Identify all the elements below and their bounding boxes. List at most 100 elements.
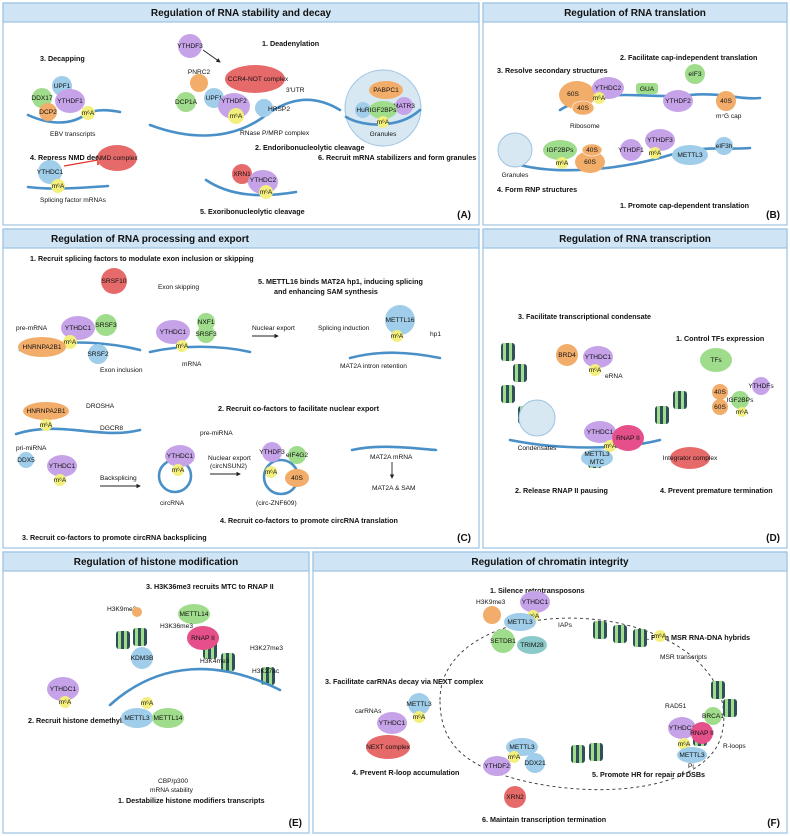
panel-b: Regulation of RNA translation (B) 2. Fac… [482, 2, 788, 226]
svg-text:40S: 40S [291, 475, 303, 482]
svg-text:RNAP II: RNAP II [616, 435, 640, 442]
svg-text:m⁶A: m⁶A [654, 633, 667, 640]
svg-text:H3K36me3: H3K36me3 [160, 623, 193, 630]
svg-text:H3K4me3: H3K4me3 [200, 658, 230, 665]
svg-text:NEXT complex: NEXT complex [366, 744, 411, 751]
ythdf3-protein [178, 34, 202, 58]
svg-text:3. Facilitate carRNAs decay vi: 3. Facilitate carRNAs decay via NEXT com… [325, 677, 483, 686]
ythdf1-protein [55, 89, 85, 113]
svg-text:4. Form RNP structures: 4. Form RNP structures [497, 185, 577, 194]
igf2bps-protein [369, 101, 397, 119]
svg-text:YTHDC1: YTHDC1 [669, 725, 696, 732]
svg-text:hp1: hp1 [430, 331, 441, 338]
svg-text:KDM3B: KDM3B [131, 655, 154, 662]
svg-text:BRD4: BRD4 [558, 352, 576, 359]
svg-text:2. Form MSR RNA-DNA hybrids: 2. Form MSR RNA-DNA hybrids [643, 633, 750, 642]
caption-nmd: 4. Repress NMD decay [30, 153, 107, 162]
svg-text:DCP1A: DCP1A [175, 99, 198, 106]
svg-text:SRSF10: SRSF10 [102, 278, 127, 285]
svg-text:METTL3: METTL3 [584, 451, 610, 458]
svg-text:40S: 40S [714, 389, 726, 396]
nmd-complex [97, 145, 137, 171]
svg-text:m⁶A: m⁶A [413, 714, 426, 721]
m6a-mark [259, 185, 273, 199]
svg-text:EBV transcripts: EBV transcripts [50, 131, 96, 138]
svg-text:YTHDC1: YTHDC1 [49, 463, 76, 470]
svg-text:HRSP2: HRSP2 [268, 106, 290, 113]
svg-text:m⁶A: m⁶A [54, 477, 67, 484]
svg-text:SRSF3: SRSF3 [95, 322, 117, 329]
svg-text:YTHDC2: YTHDC2 [595, 85, 622, 92]
svg-text:YTHDC1: YTHDC1 [167, 453, 194, 460]
panel-d-title: Regulation of RNA transcription [559, 234, 711, 245]
svg-text:m⁷G cap: m⁷G cap [716, 113, 742, 120]
svg-text:METTL3: METTL3 [406, 701, 432, 708]
svg-text:UPF1: UPF1 [206, 95, 223, 102]
svg-text:YTHDF3: YTHDF3 [259, 449, 285, 456]
svg-text:YTHDC1: YTHDC1 [37, 169, 64, 176]
svg-text:DCP2: DCP2 [39, 109, 57, 116]
svg-text:3. H3K36me3 recruits MTC to RN: 3. H3K36me3 recruits MTC to RNAP II [146, 582, 274, 591]
svg-text:YTHDC1: YTHDC1 [585, 354, 612, 361]
caption-granules: 6. Recruit mRNA stabilizers and form gra… [318, 153, 476, 162]
svg-text:Ribosome: Ribosome [570, 123, 600, 130]
svg-text:circRNA: circRNA [160, 500, 185, 507]
svg-text:DGCR8: DGCR8 [100, 425, 123, 432]
svg-text:CBP/p300: CBP/p300 [158, 778, 188, 785]
svg-text:HNRNPA2B1: HNRNPA2B1 [26, 408, 65, 415]
svg-text:m⁶A: m⁶A [59, 699, 72, 706]
svg-text:m⁶A: m⁶A [64, 339, 77, 346]
svg-text:m⁶A: m⁶A [377, 119, 390, 126]
panel-e: Regulation of histone modification (E) 3… [2, 551, 310, 834]
panel-b-title: Regulation of RNA translation [564, 8, 706, 19]
svg-text:3'UTR: 3'UTR [286, 87, 305, 94]
svg-text:YTHDF2: YTHDF2 [665, 98, 691, 105]
svg-text:mRNA stability: mRNA stability [150, 787, 194, 794]
svg-text:m⁶A: m⁶A [736, 409, 749, 416]
caption-deadenylation: 1. Deadenylation [262, 39, 319, 48]
svg-text:GUA: GUA [640, 86, 655, 93]
svg-text:40S: 40S [577, 105, 589, 112]
svg-text:IGF2BPs: IGF2BPs [370, 107, 397, 114]
svg-text:(circ-ZNF609): (circ-ZNF609) [256, 500, 297, 507]
panel-a-tag: (A) [457, 210, 471, 221]
svg-text:DDX17: DDX17 [31, 95, 53, 102]
m6a-mark [51, 179, 65, 193]
m6a-mark [377, 116, 389, 128]
svg-text:3. Recruit co-factors to promo: 3. Recruit co-factors to promote circRNA… [22, 533, 207, 542]
svg-text:IGF2BPs: IGF2BPs [547, 147, 574, 154]
svg-text:TFs: TFs [710, 357, 722, 364]
svg-text:METTL3: METTL3 [507, 619, 533, 626]
svg-text:IAPs: IAPs [558, 622, 573, 629]
svg-text:m⁶A: m⁶A [649, 150, 662, 157]
svg-text:YTHDF3: YTHDF3 [647, 137, 673, 144]
svg-text:1. Control TFs expression: 1. Control TFs expression [676, 334, 764, 343]
rna-strand [148, 98, 342, 137]
svg-text:4. Prevent premature terminati: 4. Prevent premature termination [660, 486, 773, 495]
svg-text:Condensates: Condensates [518, 445, 558, 452]
svg-text:60S: 60S [714, 404, 726, 411]
svg-text:carRNAs: carRNAs [355, 708, 382, 715]
panel-f-title: Regulation of chromatin integrity [471, 557, 629, 568]
svg-text:pre-miRNA: pre-miRNA [200, 430, 233, 437]
svg-text:2. Release RNAP II pausing: 2. Release RNAP II pausing [515, 486, 608, 495]
svg-text:Exon skipping: Exon skipping [158, 284, 199, 291]
svg-text:YTHDC1: YTHDC1 [522, 599, 549, 606]
svg-text:METTL3: METTL3 [677, 152, 703, 159]
svg-text:YTHDC2: YTHDC2 [250, 177, 277, 184]
svg-text:METTL14: METTL14 [154, 715, 183, 722]
svg-text:Pi: Pi [688, 763, 694, 770]
svg-text:Granules: Granules [370, 131, 397, 138]
svg-text:MTC: MTC [590, 459, 605, 466]
svg-text:SRSF3: SRSF3 [195, 331, 217, 338]
svg-text:PABPC1: PABPC1 [373, 87, 399, 94]
svg-text:H3K9me2: H3K9me2 [107, 606, 137, 613]
panel-c-title: Regulation of RNA processing and export [51, 234, 250, 245]
svg-text:METTL14: METTL14 [180, 611, 209, 618]
svg-text:m⁶A: m⁶A [265, 469, 278, 476]
caption-endoribonucleolytic: 2. Endoribonucleolytic cleavage [255, 143, 364, 152]
svg-text:YTHDC1: YTHDC1 [160, 329, 187, 336]
svg-text:YTHDFs: YTHDFs [748, 383, 774, 390]
svg-text:R-loops: R-loops [723, 743, 746, 750]
